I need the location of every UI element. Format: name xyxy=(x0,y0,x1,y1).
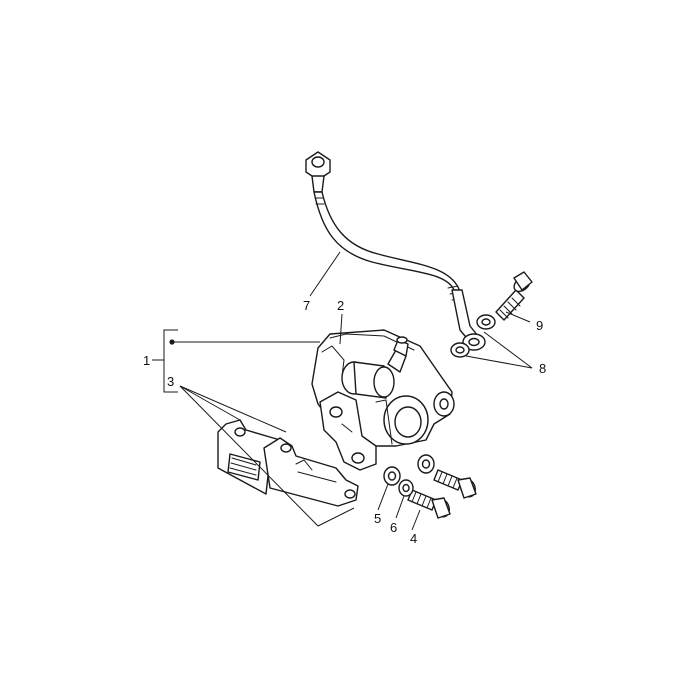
bleed-nipple xyxy=(387,336,409,373)
callout-5: 5 xyxy=(374,511,381,526)
hose-tube xyxy=(313,191,461,293)
callout-6: 6 xyxy=(390,520,397,535)
brake-caliper-body xyxy=(311,329,455,471)
callout-2: 2 xyxy=(337,298,344,313)
callout-7: 7 xyxy=(303,298,310,313)
bolt-lower xyxy=(407,489,451,519)
hose-top-banjo-fitting xyxy=(305,151,331,193)
caliper-piston xyxy=(341,361,395,399)
callout-9: 9 xyxy=(536,318,543,333)
leader-lines xyxy=(152,251,533,531)
banjo-bolt xyxy=(495,271,533,321)
callout-8: 8 xyxy=(539,361,546,376)
brake-pad-front xyxy=(263,437,359,507)
hose-ferrule-lines xyxy=(314,197,463,301)
callout-4: 4 xyxy=(410,531,417,546)
brake-hose xyxy=(305,151,486,351)
copper-washers xyxy=(450,314,496,358)
bolt-washers xyxy=(383,454,435,497)
caliper-mounting-bolts xyxy=(407,469,477,519)
bolt-upper xyxy=(433,469,477,499)
callout-3: 3 xyxy=(167,374,174,389)
callout-1: 1 xyxy=(143,353,150,368)
callout-labels: 1 2 3 4 5 6 7 8 9 xyxy=(143,298,546,546)
